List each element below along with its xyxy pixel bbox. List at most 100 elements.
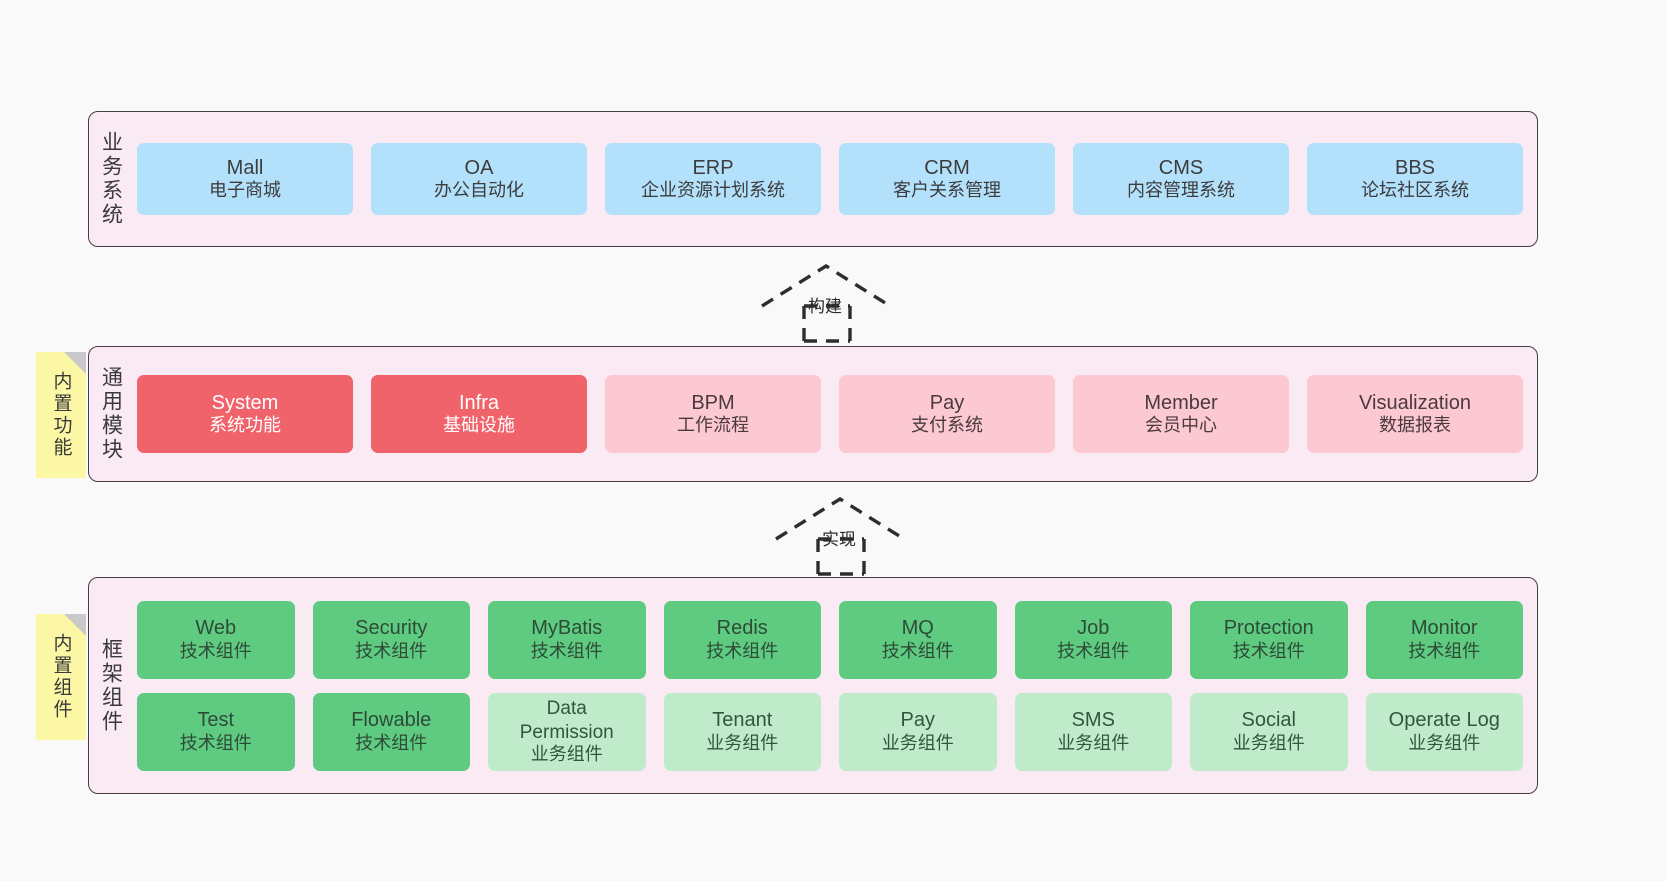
card-tenant[interactable]: Tenant 业务组件 bbox=[663, 692, 821, 771]
card-member[interactable]: Member 会员中心 bbox=[1073, 375, 1289, 453]
layer-common-modules: 通用模块 System 系统功能 Infra 基础设施 BPM 工作流程 Pay… bbox=[88, 346, 1538, 482]
card-subtitle: 技术组件 bbox=[706, 640, 779, 661]
connector-build-label: 构建 bbox=[808, 297, 842, 316]
card-erp[interactable]: ERP 企业资源计划系统 bbox=[605, 143, 821, 215]
generalization-arrowhead bbox=[761, 263, 891, 308]
card-row: Web 技术组件 Security 技术组件 MyBatis 技术组件 Redi… bbox=[137, 600, 1523, 679]
layer-title-framework: 框架组件 bbox=[99, 637, 123, 734]
card-subtitle: 业务组件 bbox=[530, 743, 603, 764]
card-title: BBS bbox=[1394, 156, 1436, 179]
card-protection[interactable]: Protection 技术组件 bbox=[1190, 600, 1348, 679]
card-title: Flowable bbox=[351, 709, 432, 732]
connector-implement-label: 实现 bbox=[822, 530, 856, 549]
card-title: Redis bbox=[716, 617, 768, 640]
generalization-shaft bbox=[816, 537, 866, 576]
card-oa[interactable]: OA 办公自动化 bbox=[371, 143, 587, 215]
card-title: Web bbox=[195, 617, 237, 640]
card-subtitle: 内容管理系统 bbox=[1127, 180, 1235, 201]
card-subtitle: 技术组件 bbox=[355, 732, 428, 753]
card-title: Member bbox=[1144, 391, 1218, 414]
card-infra[interactable]: Infra 基础设施 bbox=[371, 375, 587, 453]
card-title: Social bbox=[1241, 709, 1296, 732]
note-label: 内置功能 bbox=[50, 371, 72, 459]
card-security[interactable]: Security 技术组件 bbox=[312, 600, 470, 679]
card-data-permission[interactable]: Data Permission 业务组件 bbox=[488, 692, 646, 771]
layer-title-common: 通用模块 bbox=[99, 366, 123, 462]
card-mall[interactable]: Mall 电子商城 bbox=[137, 143, 353, 215]
note-builtin-component: 内置组件 bbox=[36, 614, 86, 740]
card-subtitle: 技术组件 bbox=[1408, 640, 1481, 661]
layer-framework-components: 框架组件 Web 技术组件 Security 技术组件 MyBatis 技术组件… bbox=[88, 577, 1538, 794]
card-subtitle: 技术组件 bbox=[179, 640, 252, 661]
card-subtitle: 论坛社区系统 bbox=[1361, 180, 1469, 201]
layer-body-common: System 系统功能 Infra 基础设施 BPM 工作流程 Pay 支付系统… bbox=[133, 347, 1537, 481]
card-social[interactable]: Social 业务组件 bbox=[1190, 692, 1348, 771]
folded-corner-icon bbox=[64, 614, 86, 636]
card-subtitle: 系统功能 bbox=[209, 415, 281, 436]
card-row: Mall 电子商城 OA 办公自动化 ERP 企业资源计划系统 CRM 客户关系… bbox=[137, 143, 1523, 215]
card-subtitle: 业务组件 bbox=[881, 732, 954, 753]
card-operate-log[interactable]: Operate Log 业务组件 bbox=[1365, 692, 1523, 771]
card-sms[interactable]: SMS 业务组件 bbox=[1014, 692, 1172, 771]
card-row: Test 技术组件 Flowable 技术组件 Data Permission … bbox=[137, 692, 1523, 771]
card-pay-module[interactable]: Pay 支付系统 bbox=[839, 375, 1055, 453]
card-subtitle: 电子商城 bbox=[209, 180, 281, 201]
card-subtitle: 技术组件 bbox=[881, 640, 954, 661]
card-subtitle: 技术组件 bbox=[1232, 640, 1305, 661]
card-title: CRM bbox=[924, 156, 970, 179]
note-label: 内置组件 bbox=[50, 633, 72, 721]
card-monitor[interactable]: Monitor 技术组件 bbox=[1365, 600, 1523, 679]
layer-title-business: 业务系统 bbox=[99, 131, 123, 227]
card-subtitle: 技术组件 bbox=[530, 640, 603, 661]
card-title: OA bbox=[464, 156, 494, 179]
card-title: MyBatis bbox=[531, 617, 603, 640]
card-title: BPM bbox=[691, 391, 735, 414]
card-web[interactable]: Web 技术组件 bbox=[137, 600, 295, 679]
card-subtitle: 支付系统 bbox=[911, 415, 983, 436]
card-row: System 系统功能 Infra 基础设施 BPM 工作流程 Pay 支付系统… bbox=[137, 375, 1523, 453]
layer-body-business: Mall 电子商城 OA 办公自动化 ERP 企业资源计划系统 CRM 客户关系… bbox=[133, 112, 1537, 246]
card-test[interactable]: Test 技术组件 bbox=[137, 692, 295, 771]
card-subtitle: 办公自动化 bbox=[434, 180, 524, 201]
card-title: ERP bbox=[692, 156, 734, 179]
card-subtitle: 业务组件 bbox=[1057, 732, 1130, 753]
card-title: Infra bbox=[458, 391, 500, 414]
card-subtitle: 技术组件 bbox=[1057, 640, 1130, 661]
card-flowable[interactable]: Flowable 技术组件 bbox=[312, 692, 470, 771]
card-subtitle: 业务组件 bbox=[1408, 732, 1481, 753]
card-title: SMS bbox=[1071, 709, 1115, 732]
card-title: Pay bbox=[929, 391, 965, 414]
card-job[interactable]: Job 技术组件 bbox=[1014, 600, 1172, 679]
connector-implement: 实现 bbox=[772, 495, 912, 576]
generalization-arrowhead bbox=[775, 496, 905, 541]
card-cms[interactable]: CMS 内容管理系统 bbox=[1073, 143, 1289, 215]
card-subtitle: 数据报表 bbox=[1379, 415, 1451, 436]
card-subtitle: 业务组件 bbox=[706, 732, 779, 753]
card-subtitle: 客户关系管理 bbox=[893, 180, 1001, 201]
card-title: MQ bbox=[901, 617, 934, 640]
card-crm[interactable]: CRM 客户关系管理 bbox=[839, 143, 1055, 215]
card-title: Monitor bbox=[1410, 617, 1478, 640]
card-subtitle: 技术组件 bbox=[355, 640, 428, 661]
card-visualization[interactable]: Visualization 数据报表 bbox=[1307, 375, 1523, 453]
card-system[interactable]: System 系统功能 bbox=[137, 375, 353, 453]
card-bpm[interactable]: BPM 工作流程 bbox=[605, 375, 821, 453]
generalization-shaft bbox=[802, 304, 852, 343]
card-mq[interactable]: MQ 技术组件 bbox=[839, 600, 997, 679]
card-subtitle: 技术组件 bbox=[179, 732, 252, 753]
card-redis[interactable]: Redis 技术组件 bbox=[663, 600, 821, 679]
card-title: CMS bbox=[1158, 156, 1204, 179]
layer-business-systems: 业务系统 Mall 电子商城 OA 办公自动化 ERP 企业资源计划系统 CRM… bbox=[88, 111, 1538, 247]
card-title: Mall bbox=[226, 156, 264, 179]
card-title: Protection bbox=[1223, 617, 1314, 640]
card-title: Security bbox=[355, 617, 428, 640]
card-bbs[interactable]: BBS 论坛社区系统 bbox=[1307, 143, 1523, 215]
card-title-line2: Permission bbox=[519, 721, 614, 743]
card-title: Operate Log bbox=[1388, 709, 1500, 732]
card-mybatis[interactable]: MyBatis 技术组件 bbox=[488, 600, 646, 679]
card-pay-component[interactable]: Pay 业务组件 bbox=[839, 692, 997, 771]
note-builtin-function: 内置功能 bbox=[36, 352, 86, 478]
card-subtitle: 企业资源计划系统 bbox=[641, 180, 785, 201]
connector-build: 构建 bbox=[758, 262, 898, 343]
